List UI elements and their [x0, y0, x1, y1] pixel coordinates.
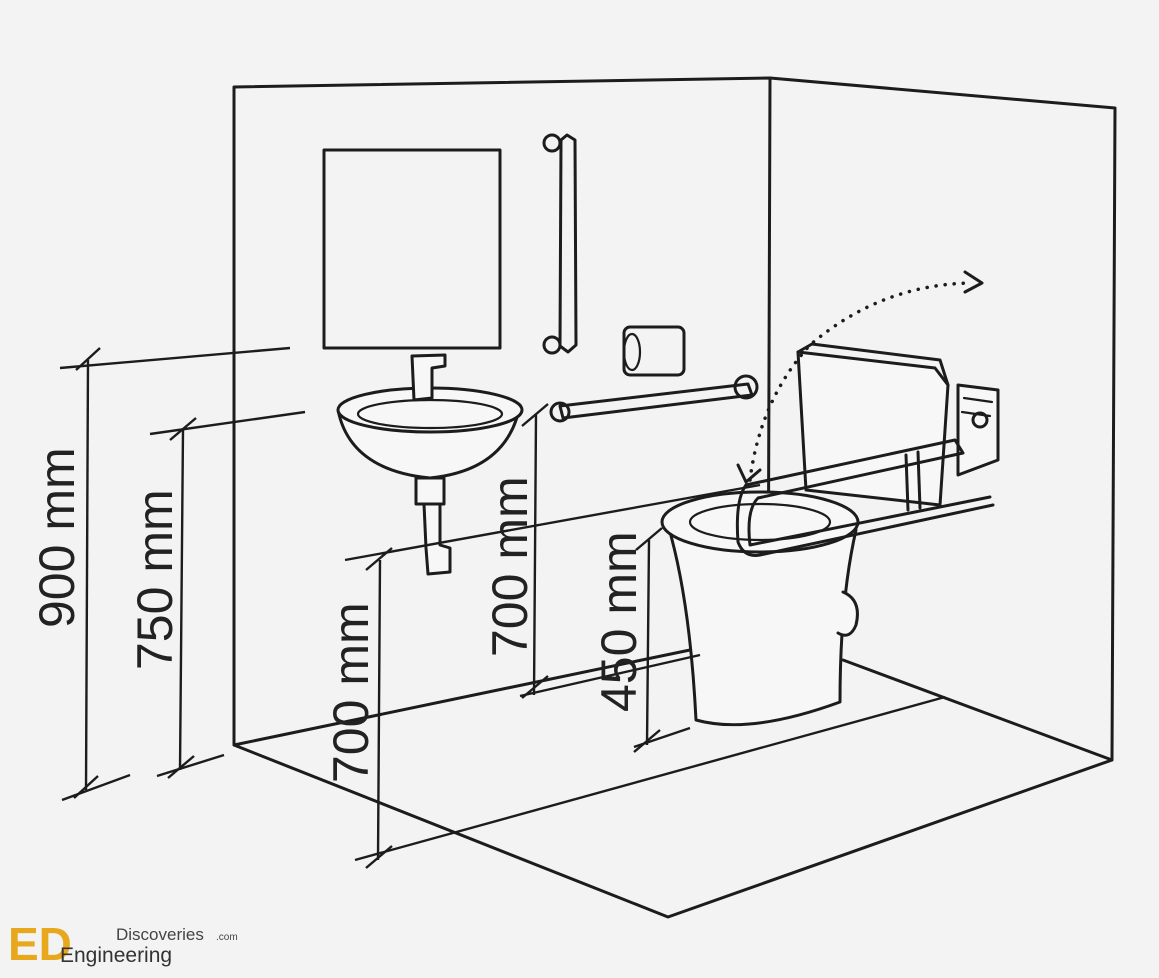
label-750mm: 750 mm: [127, 489, 183, 670]
horizontal-grab-rail: [549, 374, 759, 423]
dimension-lines: [59, 346, 946, 869]
label-450mm: 450 mm: [591, 531, 647, 712]
vertical-grab-rail: [542, 133, 578, 355]
label-700mm-rail: 700 mm: [482, 476, 538, 657]
toilet-roll-holder: [622, 325, 686, 377]
fold-down-support-rail: [735, 411, 995, 557]
logo-line1: Discoveries: [116, 925, 204, 944]
engineering-discoveries-logo: ED Discoveries .com Engineering: [8, 918, 238, 970]
logo-suffix: .com: [216, 932, 238, 943]
swing-arc: [736, 270, 984, 484]
logo-mark: ED: [8, 918, 72, 970]
label-700mm-floor: 700 mm: [323, 602, 379, 783]
flush-plate: [956, 383, 1000, 477]
label-900mm: 900 mm: [29, 447, 85, 628]
logo-line2: Engineering: [60, 944, 172, 967]
wash-basin: [336, 353, 524, 576]
toilet-pan: [660, 490, 860, 727]
mirror: [322, 148, 502, 350]
toilet-cistern: [796, 342, 950, 507]
